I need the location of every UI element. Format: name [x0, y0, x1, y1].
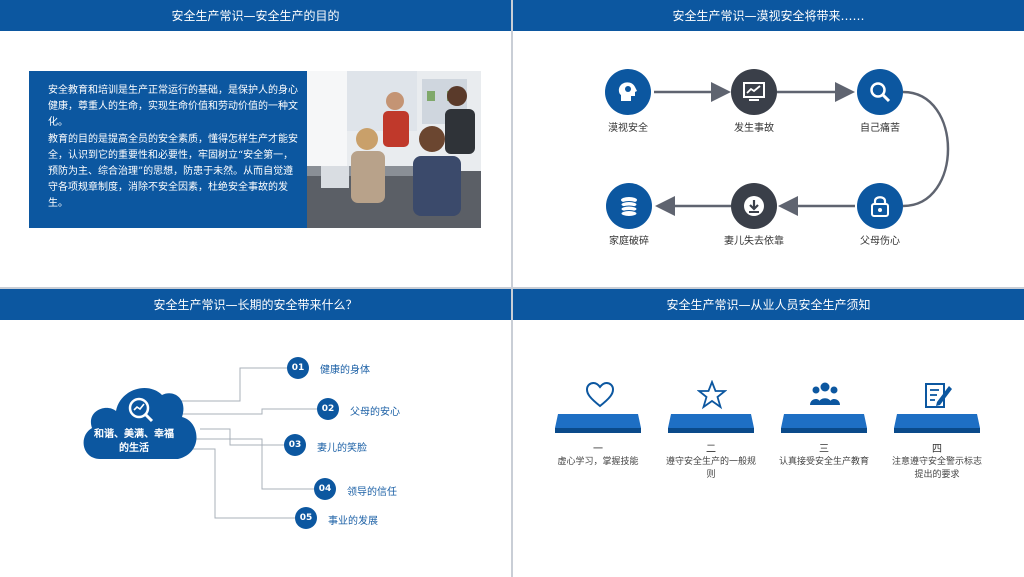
step-number: 一: [593, 444, 603, 455]
office-meeting-photo: [307, 71, 481, 228]
coins-icon: [620, 197, 638, 217]
node-family-loss: [731, 183, 777, 229]
slide-header: 安全生产常识—长期的安全带来什么？: [0, 289, 511, 320]
step-text: 认真接受安全生产教育: [779, 457, 870, 467]
node-self-pain: [857, 69, 903, 115]
download-icon: [744, 196, 764, 216]
step-platform: [894, 414, 980, 433]
purpose-textbox: 安全教育和培训是生产正常运行的基础，是保护人的身心健康，尊重人的生命，实现生命价…: [29, 71, 308, 228]
step-text: 虚心学习，掌握技能: [557, 457, 639, 467]
item-number: 01: [287, 357, 309, 379]
item-number: 02: [317, 398, 339, 420]
slide-header: 安全生产常识—从业人员安全生产须知: [513, 289, 1024, 320]
item-number: 05: [295, 507, 317, 529]
slide-purpose: 安全生产常识—安全生产的目的 安全教育和培训是生产正常运行的基础，是保护人的身心…: [0, 0, 511, 287]
head-gear-icon: [618, 82, 637, 101]
node-accident: [731, 69, 777, 115]
step-platform: [668, 414, 754, 433]
node-label: 父母伤心: [860, 236, 900, 247]
lock-icon: [871, 196, 889, 217]
node-parents-sad: [857, 183, 903, 229]
cloud-text: 和谐、美满、幸福的生活: [94, 429, 174, 454]
step-text: 注意遵守安全警示标志提出的要求: [892, 457, 983, 480]
flow-arrows: [654, 82, 950, 216]
connector-lines: [175, 367, 317, 519]
item-text: 事业的发展: [328, 516, 378, 527]
node-label: 家庭破碎: [609, 236, 649, 247]
slide-worker-notice: 安全生产常识—从业人员安全生产须知 一 虚心学习，掌握技能 二 遵守安全生产的一…: [513, 289, 1024, 577]
step-text: 遵守安全生产的一般规则: [666, 457, 757, 480]
slide-consequences: 安全生产常识—漠视安全将带来…… 漠视安全 发生事故 自己痛: [513, 0, 1024, 287]
item-text: 妻儿的笑脸: [317, 443, 367, 454]
monitor-chart-icon: [743, 82, 765, 101]
item-text: 健康的身体: [320, 365, 370, 376]
step-number: 二: [706, 444, 716, 455]
edit-icon: [925, 383, 952, 408]
people-icon: [810, 382, 840, 405]
purpose-paragraph-2: 教育的目的是提高全员的安全素质，懂得怎样生产才能安全，认识到它的重要性和必要性，…: [48, 133, 298, 210]
node-label: 自己痛苦: [860, 123, 900, 134]
item-number: 04: [314, 478, 336, 500]
star-icon: [697, 380, 727, 410]
slide-long-term-safety: 安全生产常识—长期的安全带来什么？ 和谐、美满、幸福的生活 01 健康的身体 0…: [0, 289, 511, 577]
node-label: 妻儿失去依靠: [724, 236, 784, 247]
item-number: 03: [284, 434, 306, 456]
node-label: 发生事故: [734, 123, 774, 134]
step-platform: [781, 414, 867, 433]
cloud-shape: [83, 388, 197, 459]
node-ignore-safety: [605, 69, 651, 115]
heart-icon: [585, 381, 615, 408]
node-family-broken: [606, 183, 652, 229]
search-chart-icon: [128, 397, 154, 423]
item-text: 领导的信任: [347, 487, 397, 498]
step-number: 三: [819, 444, 829, 455]
magnifier-icon: [870, 82, 891, 103]
purpose-paragraph-1: 安全教育和培训是生产正常运行的基础，是保护人的身心健康，尊重人的生命，实现生命价…: [48, 85, 298, 129]
step-platform: [555, 414, 641, 433]
node-label: 漠视安全: [608, 123, 648, 134]
step-number: 四: [932, 444, 942, 455]
slide-header: 安全生产常识—安全生产的目的: [0, 0, 511, 31]
slide-header: 安全生产常识—漠视安全将带来……: [513, 0, 1024, 31]
item-text: 父母的安心: [350, 407, 400, 418]
